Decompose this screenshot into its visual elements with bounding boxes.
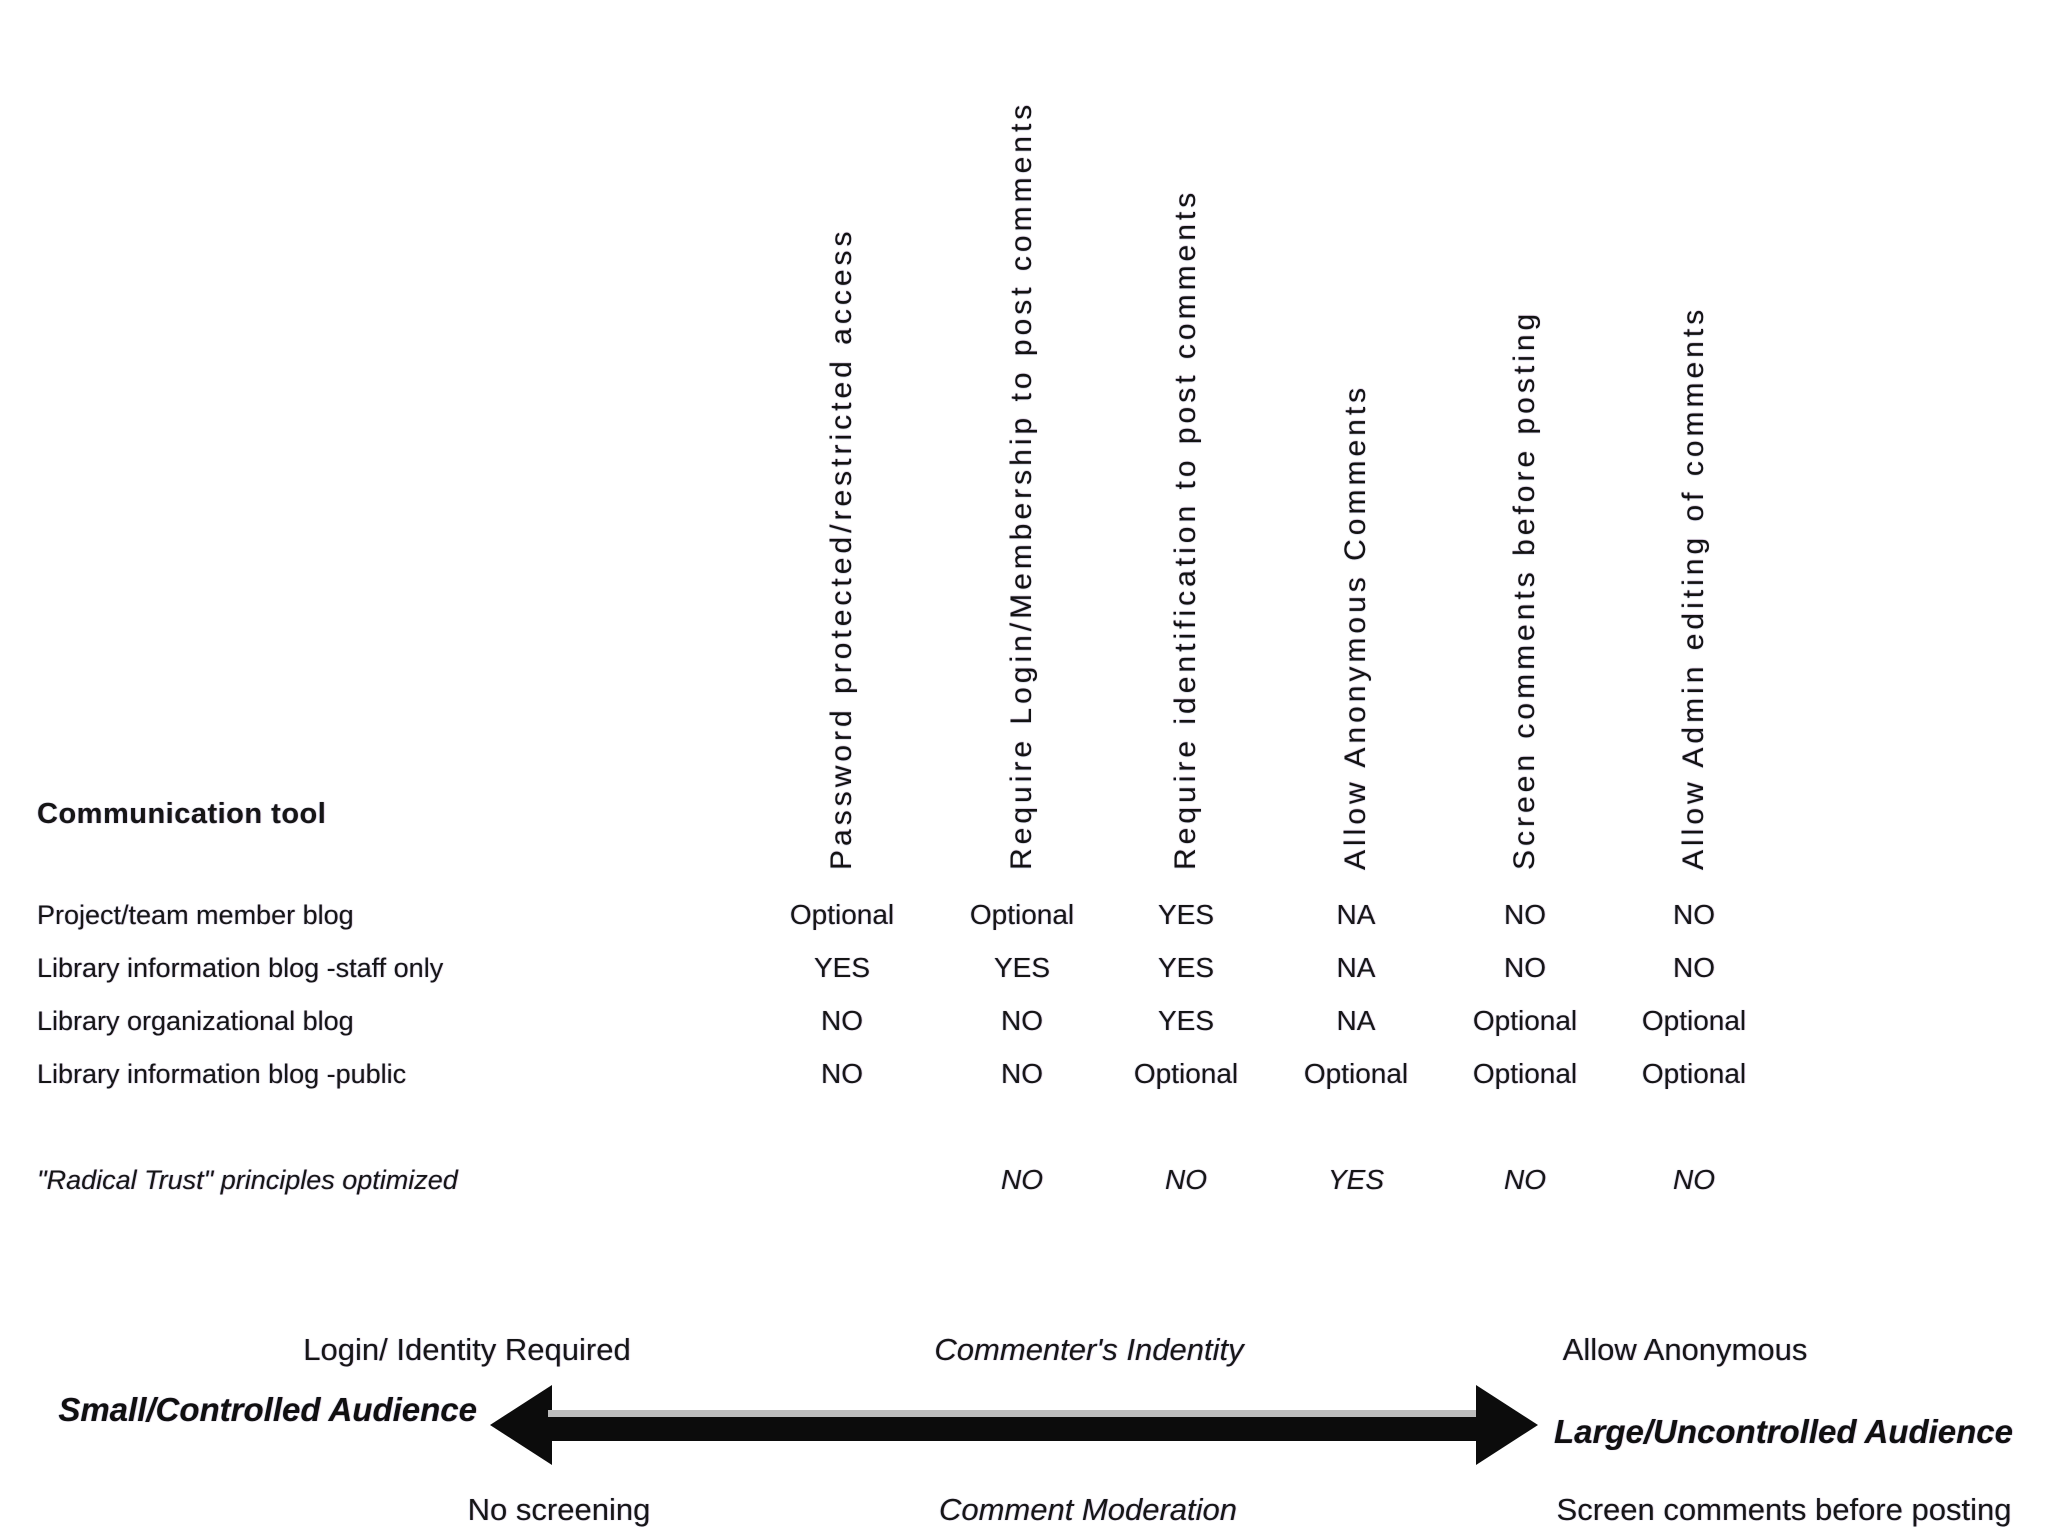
col-header-allow-anonymous: Allow Anonymous Comments	[1339, 383, 1372, 870]
table-cell: Optional	[1641, 1058, 1747, 1089]
spectrum-pole-small-controlled-audience: Small/Controlled Audience	[58, 1391, 477, 1428]
table-cell: NO	[1673, 899, 1715, 930]
table-cell: Optional	[1472, 1005, 1578, 1036]
table-cell: NO	[1673, 952, 1715, 983]
table-cell: YES	[813, 952, 871, 983]
spectrum-label-screen-comments: Screen comments before posting	[1556, 1492, 2012, 1527]
table-cell: YES	[1157, 1005, 1215, 1036]
table-cell: NA	[1336, 899, 1376, 930]
table-cell: NO	[1673, 1164, 1715, 1195]
col-header-require-login: Require Login/Membership to post comment…	[1005, 100, 1038, 870]
table-cell: NO	[1504, 952, 1546, 983]
spectrum-label-commenters-identity: Commenter's Indentity	[934, 1332, 1244, 1367]
col-header-admin-editing: Allow Admin editing of comments	[1677, 305, 1710, 870]
row-label-library-organizational-blog: Library organizational blog	[37, 1006, 354, 1036]
row-label-project-team-blog: Project/team member blog	[37, 900, 354, 930]
table-cell: YES	[1157, 899, 1215, 930]
table-cell: NO	[1165, 1164, 1207, 1195]
spectrum-label-comment-moderation: Comment Moderation	[938, 1492, 1238, 1527]
arrow-shaft	[548, 1410, 1480, 1441]
spectrum-pole-large-uncontrolled-audience: Large/Uncontrolled Audience	[1554, 1413, 2014, 1450]
row-label-radical-trust: "Radical Trust" principles optimized	[37, 1165, 458, 1195]
table-cell: NO	[1001, 1005, 1043, 1036]
table-cell: NO	[1504, 1164, 1546, 1195]
table-cell: NO	[821, 1058, 863, 1089]
table-cell: NO	[1001, 1164, 1043, 1195]
col-header-require-identification: Require identification to post comments	[1169, 188, 1202, 870]
table-corner-label: Communication tool	[37, 798, 327, 830]
table-cell: YES	[1327, 1164, 1385, 1195]
row-label-library-info-staff-blog: Library information blog -staff only	[37, 953, 444, 983]
spectrum-label-login-identity-required: Login/ Identity Required	[303, 1332, 631, 1367]
col-header-screen-comments: Screen comments before posting	[1508, 309, 1541, 870]
table-cell: NO	[1001, 1058, 1043, 1089]
spectrum-label-allow-anonymous: Allow Anonymous	[1562, 1332, 1808, 1367]
table-cell: Optional	[1303, 1058, 1409, 1089]
table-cell: Optional	[789, 899, 895, 930]
table-cell: Optional	[1641, 1005, 1747, 1036]
table-cell: NO	[1504, 899, 1546, 930]
table-cell: YES	[993, 952, 1051, 983]
arrow-left-head-icon	[490, 1385, 552, 1465]
table-cell: NA	[1336, 952, 1376, 983]
arrow-right-head-icon	[1476, 1385, 1538, 1465]
table-cell: NA	[1336, 1005, 1376, 1036]
table-cell: Optional	[969, 899, 1075, 930]
table-cell	[752, 1160, 932, 1200]
col-header-password-protected: Password protected/restricted access	[825, 227, 858, 870]
row-label-library-info-public-blog: Library information blog -public	[37, 1059, 407, 1089]
spectrum-label-no-screening: No screening	[467, 1492, 651, 1527]
table-cell: NO	[821, 1005, 863, 1036]
table-cell: YES	[1157, 952, 1215, 983]
spectrum-double-arrow	[490, 1385, 1538, 1465]
table-cell: Optional	[1133, 1058, 1239, 1089]
table-cell: Optional	[1472, 1058, 1578, 1089]
